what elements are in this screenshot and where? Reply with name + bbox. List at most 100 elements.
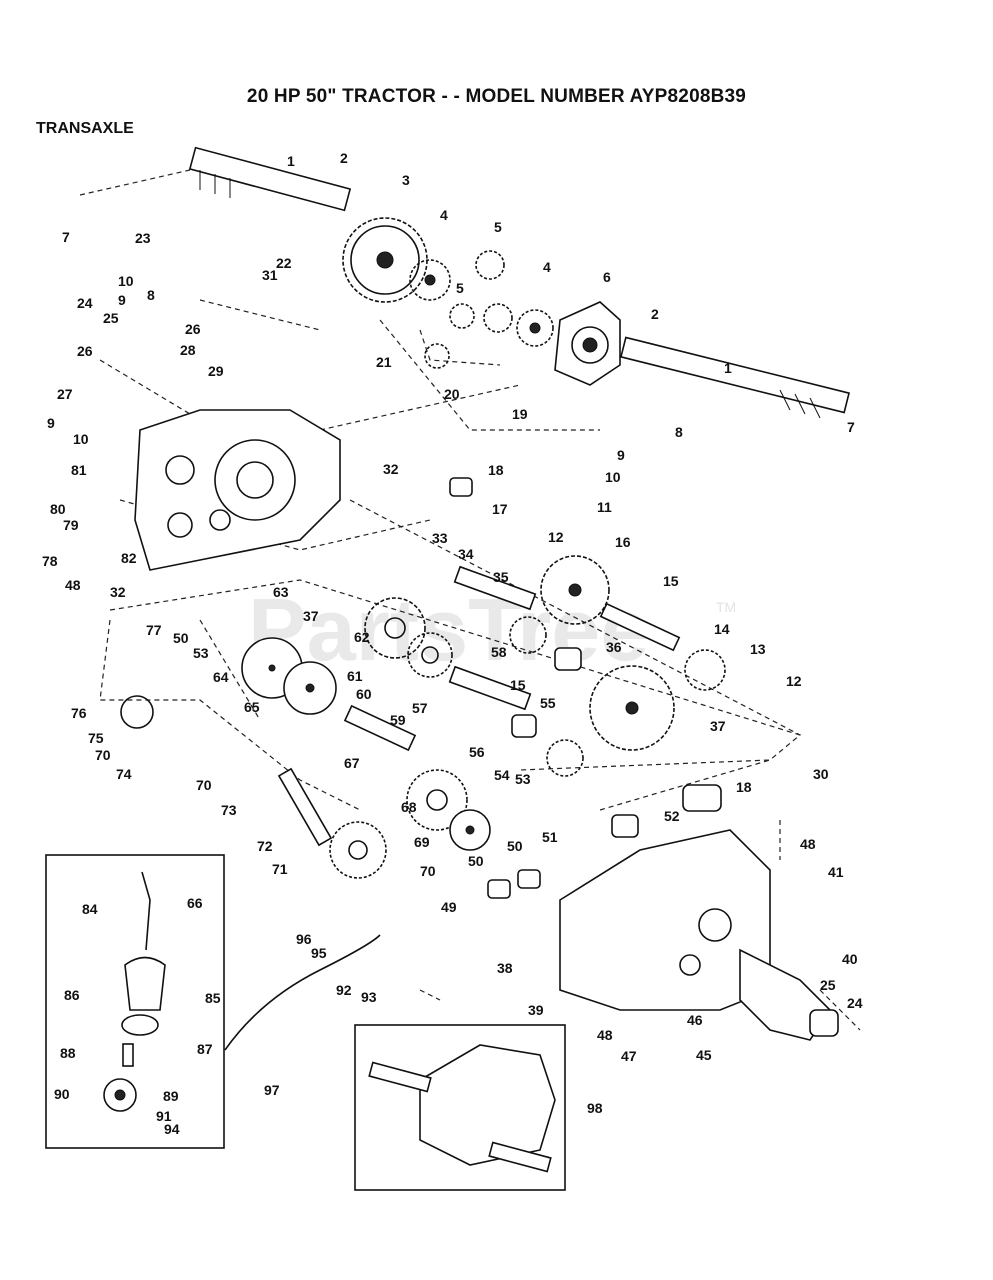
callout-label: 75 <box>88 730 104 746</box>
callout-label: 2 <box>651 306 659 322</box>
callout-label: 32 <box>383 461 399 477</box>
callout-label: 17 <box>492 501 508 517</box>
callout-label: 24 <box>77 295 93 311</box>
callout-label: 52 <box>664 808 680 824</box>
callout-label: 1 <box>287 153 295 169</box>
callout-label: 1 <box>724 360 732 376</box>
callout-label: 90 <box>54 1086 70 1102</box>
callout-label: 21 <box>376 354 392 370</box>
callout-label: 66 <box>187 895 203 911</box>
callout-label: 26 <box>77 343 93 359</box>
callout-label: 5 <box>456 280 464 296</box>
gear-16 <box>540 555 610 625</box>
callout-label: 32 <box>110 584 126 600</box>
gear-68 <box>406 769 468 831</box>
callout-label: 23 <box>135 230 151 246</box>
callout-label: 34 <box>458 546 474 562</box>
callout-label: 58 <box>491 644 507 660</box>
shaft-72 <box>277 767 333 847</box>
callout-label: 68 <box>401 799 417 815</box>
callout-label: 62 <box>354 629 370 645</box>
callout-label: 5 <box>494 219 502 235</box>
callout-label: 13 <box>750 641 766 657</box>
gear-4-upper <box>409 259 451 301</box>
assembly-lines <box>79 169 861 1031</box>
callout-label: 28 <box>180 342 196 358</box>
callout-label: 4 <box>543 259 551 275</box>
gear-75 <box>120 695 154 729</box>
callout-label: 12 <box>786 673 802 689</box>
callout-label: 22 <box>276 255 292 271</box>
callout-label: 15 <box>510 677 526 693</box>
page-title: 20 HP 50" TRACTOR - - MODEL NUMBER AYP82… <box>246 86 747 107</box>
callout-label: 33 <box>432 530 448 546</box>
callout-label: 30 <box>813 766 829 782</box>
callout-label: 80 <box>50 501 66 517</box>
callout-label: 63 <box>273 584 289 600</box>
callout-label: 96 <box>296 931 312 947</box>
callout-label: 70 <box>420 863 436 879</box>
callout-label: 9 <box>617 447 625 463</box>
callout-label: 91 <box>156 1108 172 1124</box>
gear-61 <box>407 632 453 678</box>
callout-label: 79 <box>63 517 79 533</box>
callout-label: 16 <box>615 534 631 550</box>
callout-label: 45 <box>696 1047 712 1063</box>
callout-label: 59 <box>390 712 406 728</box>
callout-label: 64 <box>213 669 229 685</box>
callout-label: 48 <box>65 577 81 593</box>
callout-label: 7 <box>847 419 855 435</box>
upper-shaft <box>188 146 352 212</box>
callout-label: 86 <box>64 987 80 1003</box>
gear-13 <box>684 649 726 691</box>
callout-label: 87 <box>197 1041 213 1057</box>
callout-label: 7 <box>62 229 70 245</box>
callout-label: 48 <box>800 836 816 852</box>
callout-label: 73 <box>221 802 237 818</box>
callout-label: 88 <box>60 1045 76 1061</box>
inset-box-control <box>45 854 225 1149</box>
callout-label: 25 <box>820 977 836 993</box>
callout-label: 12 <box>548 529 564 545</box>
case-half-31 <box>134 409 341 571</box>
callout-label: 84 <box>82 901 98 917</box>
callout-label: 31 <box>262 267 278 283</box>
right-axle <box>620 336 850 419</box>
callout-label: 26 <box>185 321 201 337</box>
callout-label: 51 <box>542 829 558 845</box>
callout-label: 94 <box>164 1121 180 1137</box>
callout-label: 56 <box>469 744 485 760</box>
callout-label: 37 <box>710 718 726 734</box>
callout-label: 29 <box>208 363 224 379</box>
callout-label: 38 <box>497 960 513 976</box>
callout-label: 78 <box>42 553 58 569</box>
callout-label: 37 <box>303 608 319 624</box>
callout-label: 18 <box>488 462 504 478</box>
callout-label: 40 <box>842 951 858 967</box>
shaft-59 <box>343 704 417 752</box>
callout-label: 53 <box>193 645 209 661</box>
callout-label: 4 <box>440 207 448 223</box>
differential-gears-5 <box>424 250 513 369</box>
callout-label: 2 <box>340 150 348 166</box>
disc-69 <box>449 809 491 851</box>
callout-label: 97 <box>264 1082 280 1098</box>
differential-housing-6 <box>554 301 621 386</box>
gear-71 <box>329 821 387 879</box>
section-title: TRANSAXLE <box>36 120 134 137</box>
disc-65 <box>283 661 337 715</box>
callout-label: 9 <box>118 292 126 308</box>
shaft-57 <box>448 665 532 711</box>
callout-label: 98 <box>587 1100 603 1116</box>
callout-label: 46 <box>687 1012 703 1028</box>
callout-label: 11 <box>597 499 612 515</box>
callout-label: 50 <box>173 630 189 646</box>
gear-58 <box>509 616 547 654</box>
callout-label: 48 <box>597 1027 613 1043</box>
gear-62 <box>364 597 426 659</box>
callout-label: 10 <box>118 273 134 289</box>
callout-label: 27 <box>57 386 73 402</box>
case-half-39 <box>559 829 839 1041</box>
shaft-35 <box>453 565 537 611</box>
